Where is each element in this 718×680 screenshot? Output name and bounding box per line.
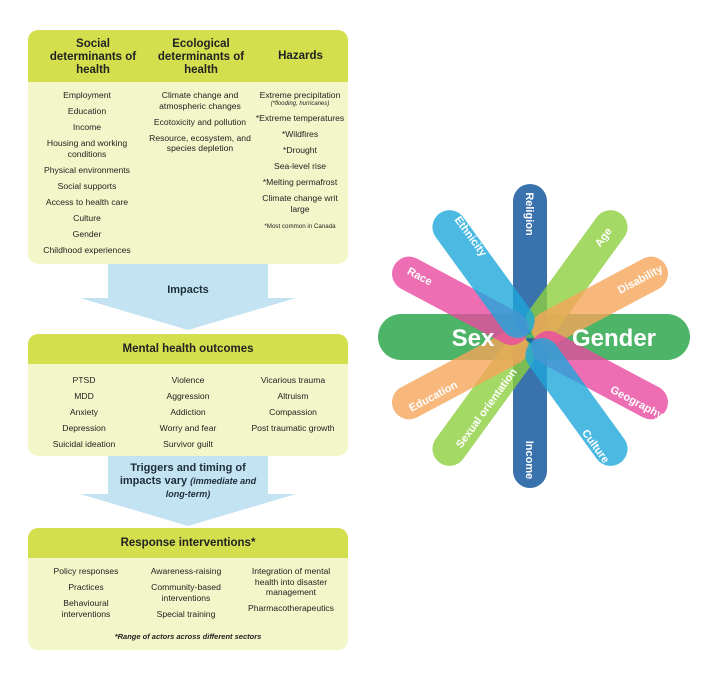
list-item: Gender — [72, 228, 102, 239]
interventions-header-band — [28, 528, 348, 558]
list-item: PTSD — [72, 375, 96, 385]
hazards-header: Hazards — [278, 50, 323, 62]
petal-education — [392, 330, 529, 420]
list-item: Community-based interventions — [151, 582, 221, 603]
list-item: Violence — [171, 375, 205, 385]
list-item: Suicidal ideation — [52, 439, 116, 449]
list-item: Housing and working conditions — [46, 138, 128, 159]
list-item: Extreme precipitation (*flooding, hurric… — [252, 90, 348, 108]
ecological-determinants-header: Ecological determinants of health — [157, 38, 245, 76]
list-item: Special training — [156, 608, 216, 619]
hazards-list: Extreme precipitation (*flooding, hurric… — [252, 90, 348, 233]
list-item: Policy responses — [53, 566, 119, 576]
list-item: Culture — [73, 212, 101, 223]
list-item: Awareness-raising — [150, 566, 222, 576]
mental-health-outcomes-panel: Mental health outcomes PTSD MDD Anxiety … — [28, 334, 348, 456]
list-item: Altruism — [277, 391, 309, 401]
list-item: Integration of mental health into disast… — [251, 566, 331, 597]
determinants-panel: Social determinants of health Ecological… — [28, 30, 348, 264]
list-item: Aggression — [166, 391, 210, 401]
petal-culture — [525, 337, 628, 466]
triggers-label: Triggers and timing of impacts vary (imm… — [112, 462, 264, 501]
outcomes-column-1: PTSD MDD Anxiety Depression Suicidal ide… — [34, 375, 134, 455]
petal-age — [525, 210, 628, 339]
gender-label: Gender — [572, 325, 656, 352]
list-item: Childhood experiences — [43, 244, 131, 255]
mental-health-outcomes-title: Mental health outcomes — [122, 343, 254, 355]
list-item: Addiction — [170, 407, 206, 417]
determinants-header-band — [28, 30, 348, 82]
list-item: Worry and fear — [159, 423, 217, 433]
outcomes-column-2: Violence Aggression Addiction Worry and … — [136, 375, 240, 455]
list-item: *Wildfires — [281, 129, 319, 139]
intersectionality-flower: Sex Gender Religion Age Disability Geogr… — [378, 184, 690, 488]
outcomes-header-band — [28, 334, 348, 364]
petal-geography — [531, 330, 668, 420]
response-interventions-panel: Response interventions* Policy responses… — [28, 528, 348, 650]
hazard-precipitation-note: (*flooding, hurricanes) — [270, 100, 330, 107]
list-item: Ecotoxicity and pollution — [153, 116, 247, 127]
sex-label: Sex — [452, 325, 495, 352]
petal-sexual-orientation — [432, 337, 535, 466]
triggers-label-sub: (immediate and long-term) — [165, 476, 257, 499]
list-item: Anxiety — [69, 407, 99, 417]
income-label: Income — [523, 441, 535, 480]
religion-label: Religion — [523, 192, 535, 236]
list-item: Depression — [62, 423, 106, 433]
hazards-footnote: *Most common in Canada — [264, 223, 336, 230]
social-determinants-list: Employment Education Income Housing and … — [32, 90, 142, 261]
list-item: MDD — [74, 391, 94, 401]
list-item: Sea-level rise — [273, 161, 327, 171]
petal-race — [392, 256, 529, 346]
interventions-footnote: *Range of actors across different sector… — [114, 632, 262, 641]
petal-religion — [513, 184, 547, 334]
list-item: *Extreme temperatures — [255, 113, 345, 123]
list-item: Compassion — [269, 407, 317, 417]
interventions-column-1: Policy responses Practices Behavioural i… — [36, 566, 136, 625]
list-item: Behavioural interventions — [61, 598, 111, 619]
list-item: Employment — [63, 90, 111, 100]
list-item: Pharmacotherapeutics — [248, 603, 334, 613]
triggers-arrow — [80, 456, 296, 526]
ecological-determinants-list: Climate change and atmospheric changes E… — [144, 90, 256, 159]
list-item: Access to health care — [45, 196, 129, 207]
list-item: *Melting permafrost — [262, 177, 338, 187]
impacts-label: Impacts — [167, 284, 209, 296]
list-item: Post traumatic growth — [251, 423, 335, 433]
interventions-column-2: Awareness-raising Community-based interv… — [136, 566, 236, 625]
triggers-label-main: Triggers and timing of impacts vary — [119, 462, 246, 487]
list-item: Survivor guilt — [163, 439, 213, 449]
list-item: Climate change writ large — [262, 193, 338, 214]
list-item: *Drought — [283, 145, 317, 155]
petal-disability — [531, 256, 668, 346]
list-item: Physical environments — [44, 164, 130, 175]
interventions-column-3: Integration of mental health into disast… — [236, 566, 346, 619]
hazard-extreme-precipitation: Extreme precipitation — [259, 90, 341, 100]
petal-ethnicity — [432, 210, 535, 339]
sex-gender-pill — [378, 314, 690, 360]
social-determinants-header: Social determinants of health — [49, 38, 137, 76]
outcomes-column-3: Vicarious trauma Altruism Compassion Pos… — [240, 375, 346, 439]
list-item: Practices — [68, 582, 104, 592]
list-item: Climate change and atmospheric changes — [159, 90, 241, 111]
impacts-arrow — [80, 264, 296, 330]
list-item: Education — [67, 106, 107, 116]
response-interventions-title: Response interventions* — [120, 537, 256, 549]
list-item: Social supports — [57, 180, 117, 191]
list-item: Vicarious trauma — [260, 375, 326, 385]
list-item: Income — [72, 122, 102, 132]
list-item: Resource, ecosystem, and species depleti… — [149, 132, 251, 154]
